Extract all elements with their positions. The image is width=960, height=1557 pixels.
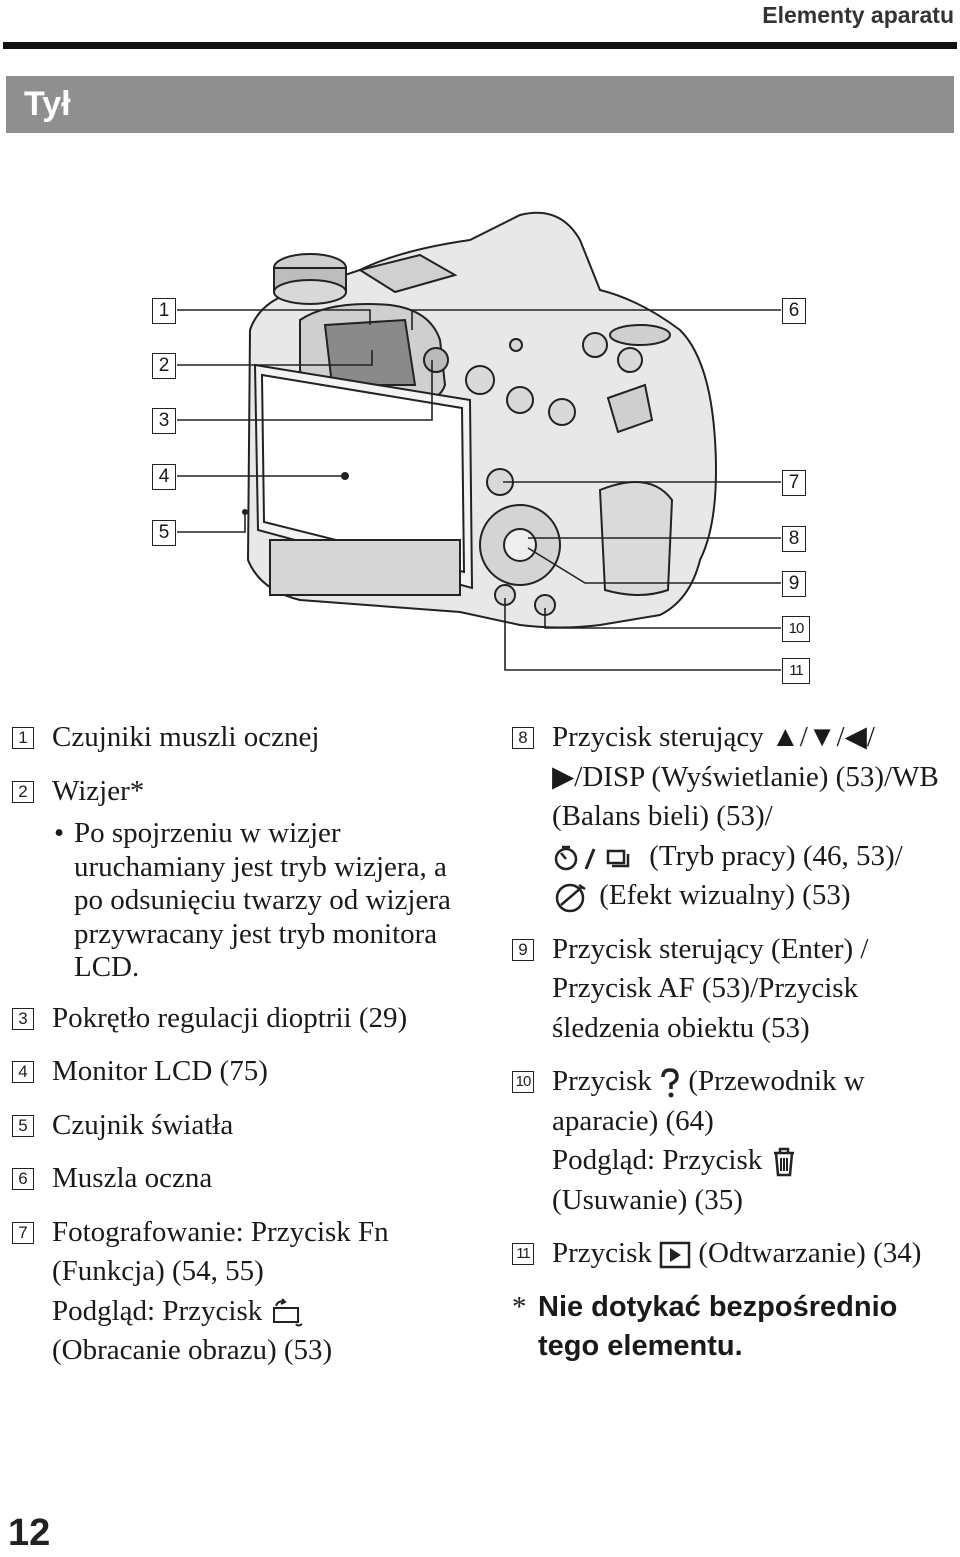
callout-11: 11 (782, 658, 810, 684)
playback-icon (659, 1242, 691, 1269)
item-text-line1a: Przycisk (552, 1065, 652, 1097)
legend-item-11: 11 Przycisk (Odtwarzanie) (34) (512, 1234, 952, 1274)
rotate-image-icon (272, 1298, 303, 1327)
item-number: 7 (12, 1221, 34, 1244)
footnote: * Nie dotykać bezpośrednio tego elementu… (512, 1288, 952, 1367)
running-header: Elementy aparatu (762, 2, 954, 28)
trash-icon (773, 1148, 794, 1177)
legend-item-9: 9 Przycisk sterujący (Enter) / Przycisk … (512, 930, 952, 1049)
item-text-line1: Przycisk sterujący ▲/▼/◀/▶/DISP (Wyświet… (552, 721, 939, 832)
item-number: 4 (12, 1061, 34, 1083)
footnote-star: * (512, 1290, 527, 1323)
legend-item-4: 4 Monitor LCD (75) (12, 1052, 460, 1092)
header-rule (3, 42, 957, 49)
item-number: 11 (512, 1243, 534, 1265)
callout-7: 7 (782, 470, 806, 496)
legend-right-column: 8 Przycisk sterujący ▲/▼/◀/▶/DISP (Wyświ… (512, 718, 952, 1367)
legend-item-1: 1 Czujniki muszli ocznej (12, 718, 460, 758)
item-number: 2 (12, 780, 34, 803)
item-number: 1 (12, 727, 34, 749)
item-number: 5 (12, 1114, 34, 1137)
legend-left-column: 1 Czujniki muszli ocznej 2 Wizjer* Po sp… (12, 718, 460, 1385)
item-text: Przycisk sterujący (Enter) / Przycisk AF… (552, 932, 869, 1044)
bullet-note: Po spojrzeniu w wizjer uruchamiany jest … (52, 817, 460, 985)
item-text: Czujniki muszli ocznej (52, 721, 320, 753)
camera-back-illustration: 1 2 3 4 5 6 7 8 9 10 11 (0, 150, 960, 695)
item-text-line2: (Tryb pracy) (46, 53)/ (649, 839, 903, 872)
legend-item-7: 7 Fotografowanie: Przycisk Fn (Funkcja) … (12, 1213, 460, 1371)
callout-5: 5 (152, 520, 176, 546)
item-text-line2b: (Obracanie obrazu) (53) (52, 1334, 333, 1366)
item-number: 8 (512, 727, 534, 749)
page-number: 12 (8, 1512, 51, 1554)
item-text: Wizjer* (52, 774, 145, 807)
item-number: 6 (12, 1168, 34, 1190)
item-number: 3 (12, 1007, 34, 1030)
item-text-line2a: Podgląd: Przycisk (52, 1294, 263, 1327)
callout-9: 9 (782, 571, 806, 597)
callout-3: 3 (152, 408, 176, 434)
drive-mode-icon (554, 845, 630, 871)
item-text-line3: (Efekt wizualny) (53) (599, 879, 851, 911)
help-guide-icon (661, 1068, 679, 1098)
legend-item-8: 8 Przycisk sterujący ▲/▼/◀/▶/DISP (Wyświ… (512, 718, 952, 916)
item-number: 10 (512, 1071, 534, 1093)
legend-item-6: 6 Muszla oczna (12, 1159, 460, 1199)
callout-2: 2 (152, 353, 176, 379)
item-text: Pokrętło regulacji dioptrii (29) (52, 1001, 408, 1034)
item-text: Muszla oczna (52, 1162, 213, 1194)
item-text-line1b: (Odtwarzanie) (34) (698, 1237, 922, 1269)
callout-4: 4 (152, 464, 176, 490)
section-title: Tył (6, 76, 954, 133)
footnote-text: Nie dotykać bezpośrednio tego elementu. (538, 1290, 898, 1363)
legend-item-10: 10 Przycisk (Przewodnik w aparacie) (64)… (512, 1062, 952, 1220)
callout-10: 10 (782, 616, 810, 642)
legend-item-3: 3 Pokrętło regulacji dioptrii (29) (12, 999, 460, 1039)
legend-item-2: 2 Wizjer* Po spojrzeniu w wizjer urucham… (12, 772, 460, 985)
callout-6: 6 (782, 298, 806, 324)
camera-drawing (177, 211, 781, 671)
callout-8: 8 (782, 526, 806, 552)
item-text-line2b: (Usuwanie) (35) (552, 1183, 743, 1216)
item-text-line2a: Podgląd: Przycisk (552, 1144, 763, 1176)
picture-effect-icon (555, 884, 586, 913)
item-text: Czujnik światła (52, 1108, 234, 1141)
item-number: 9 (512, 938, 534, 961)
item-text-line1a: Przycisk (552, 1237, 652, 1269)
callout-1: 1 (152, 298, 176, 324)
legend-item-5: 5 Czujnik światła (12, 1106, 460, 1146)
item-text: Monitor LCD (75) (52, 1055, 268, 1087)
item-text-line1: Fotografowanie: Przycisk Fn (Funkcja) (5… (52, 1215, 389, 1288)
item-text-line1b: (Przewodnik w aparacie) (64) (552, 1065, 865, 1137)
